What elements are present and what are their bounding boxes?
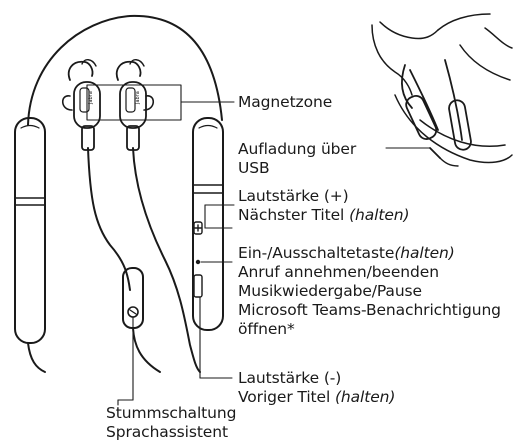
power-button-dot <box>196 260 200 264</box>
music-playback-text: Musikwiedergabe/Pause <box>238 282 501 301</box>
volume-down-button <box>194 275 202 297</box>
previous-track-text: Voriger Titel (halten) <box>238 388 395 407</box>
usb-charging-line2: USB <box>238 159 356 178</box>
usb-charging-label: Aufladung über USB <box>238 140 356 178</box>
power-button-hint: (halten) <box>394 244 454 262</box>
power-button-text: Ein-/Ausschaltetaste(halten) <box>238 244 501 263</box>
charging-inset <box>372 14 512 166</box>
usb-charging-line1: Aufladung über <box>238 140 356 159</box>
left-earbud-cable <box>88 148 130 290</box>
volume-down-label: Lautstärke (-) Voriger Titel (halten) <box>238 369 395 407</box>
answer-call-text: Anruf annehmen/beenden <box>238 263 501 282</box>
left-earbud-brand: Jabra <box>88 91 94 105</box>
volume-up-button <box>194 222 202 234</box>
mute-text: Stummschaltung <box>106 404 236 423</box>
magnet-zone-box <box>87 85 181 120</box>
volume-down-text: Lautstärke (-) <box>238 369 395 388</box>
mute-label: Stummschaltung Sprachassistent <box>106 404 236 442</box>
previous-track-hint: (halten) <box>335 388 395 406</box>
volume-up-label: Lautstärke (+) Nächster Titel (halten) <box>238 187 409 225</box>
open-text: öffnen* <box>238 320 501 339</box>
next-track-hint: (halten) <box>349 206 409 224</box>
power-button-label: Ein-/Ausschaltetaste(halten) Anruf anneh… <box>238 244 501 339</box>
previous-track: Voriger Titel <box>238 388 330 406</box>
right-earbud-brand: Jabra <box>135 91 141 105</box>
right-earbud-cable <box>133 148 200 372</box>
power-button: Ein-/Ausschaltetaste <box>238 244 394 262</box>
next-track-text: Nächster Titel (halten) <box>238 206 409 225</box>
volume-up-text: Lautstärke (+) <box>238 187 409 206</box>
left-neckband-pod <box>15 118 45 343</box>
right-neckband-pod <box>193 118 223 330</box>
magnet-zone-label: Magnetzone <box>238 93 332 112</box>
neckband-wire <box>28 16 222 125</box>
voice-assistant-text: Sprachassistent <box>106 423 236 442</box>
left-earbud <box>63 60 100 150</box>
teams-notification-text: Microsoft Teams-Benachrichtigung <box>238 301 501 320</box>
next-track: Nächster Titel <box>238 206 344 224</box>
